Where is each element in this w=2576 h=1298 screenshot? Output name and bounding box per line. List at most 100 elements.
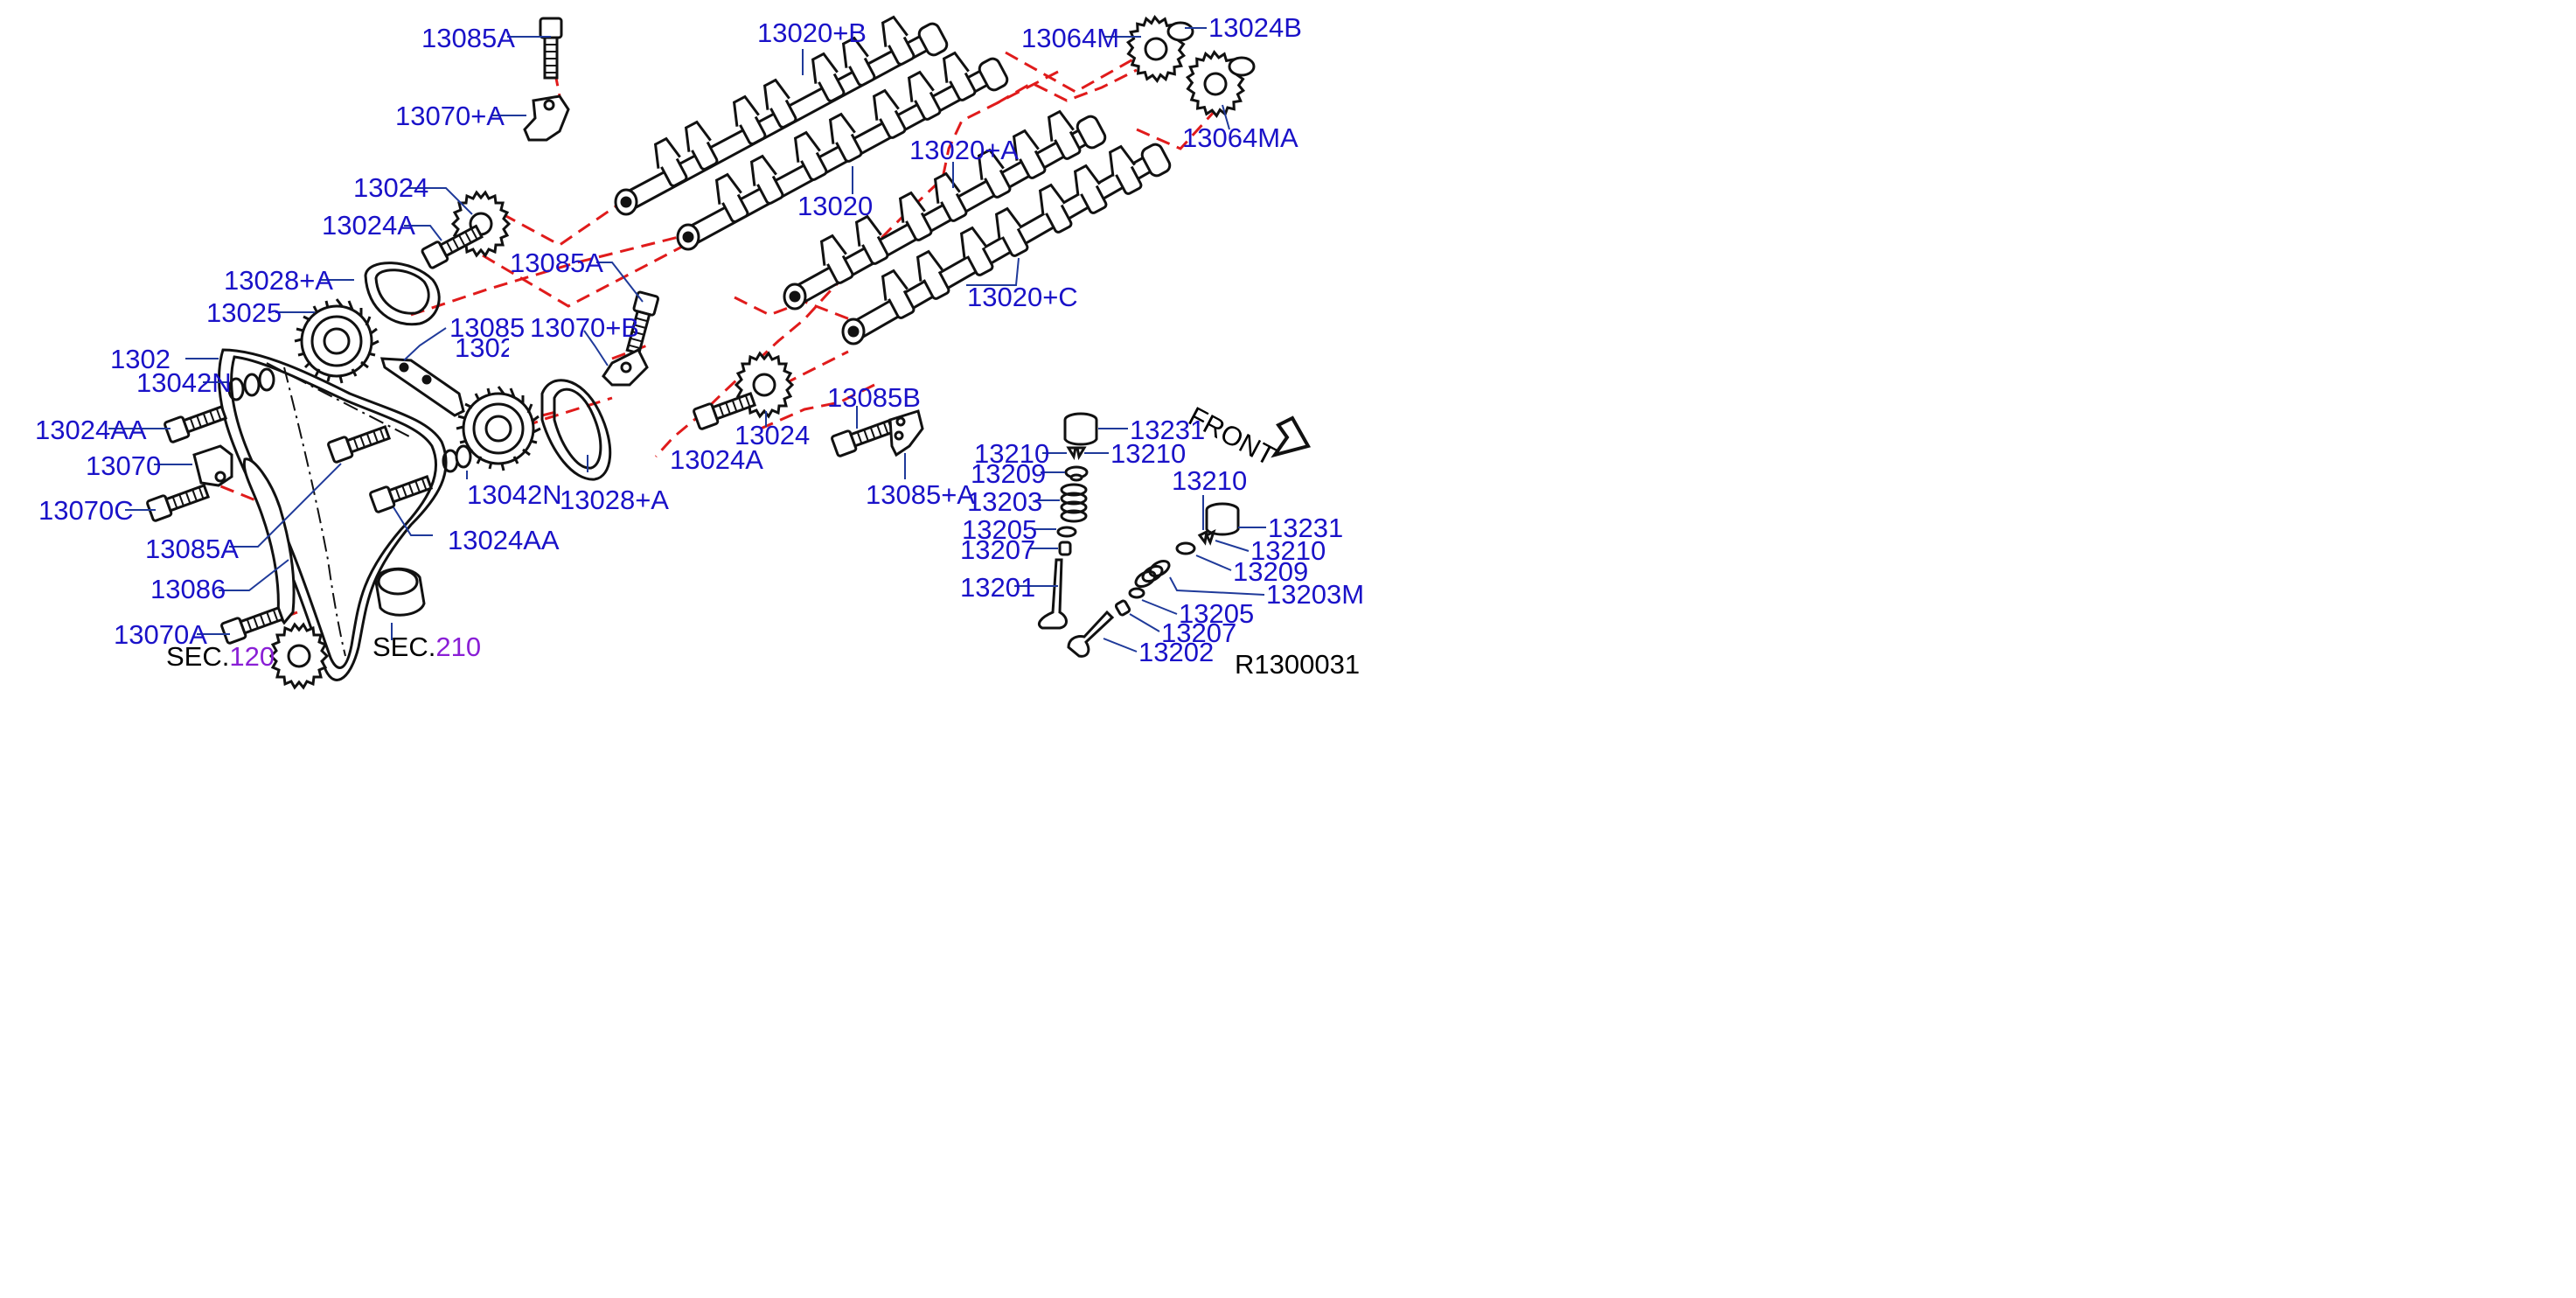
- exhaust-valve-13202: [1067, 610, 1115, 658]
- label-13064M: 13064M: [1021, 23, 1120, 53]
- valve-lifter-13231-a: [1063, 412, 1098, 446]
- camshaft-13020-C: [841, 143, 1172, 345]
- camshaft-13020-A: [783, 108, 1107, 311]
- label-13024-mid: 13024: [735, 420, 811, 450]
- label-13085B: 13085B: [827, 382, 921, 413]
- diagram-reference-code: R1300031: [1235, 649, 1361, 680]
- camshaft-sprocket-13025-lower: [456, 386, 541, 471]
- label-13020-B: 13020+B: [757, 17, 867, 48]
- valve-spring-13203M: [1134, 559, 1171, 589]
- label-13201: 13201: [960, 572, 1036, 603]
- spring-retainer-13209-a: [1064, 465, 1089, 482]
- valve-seal-13207-b: [1114, 599, 1131, 617]
- label-13210-b: 13210: [1110, 438, 1187, 469]
- front-arrow: [1271, 415, 1312, 458]
- label-13028-partial: 13028: [110, 344, 171, 374]
- valve-collet-13210-b: [1197, 529, 1216, 546]
- label-13207-a: 13207: [960, 534, 1036, 565]
- label-13020-A: 13020+A: [909, 135, 1019, 165]
- label-13205-a: 13205: [962, 514, 1038, 545]
- label-13028-A-mid: 13028+A: [560, 485, 669, 515]
- label-13024AA-mid: 13024AA: [448, 525, 560, 555]
- leader-lines: [108, 27, 1266, 652]
- label-13085A-top: 13085A: [421, 23, 515, 53]
- label-13024A-top: 13024A: [322, 210, 415, 241]
- sec-ref-210-number: 210: [435, 632, 482, 662]
- chain-tensioner-13070-A: [523, 94, 570, 142]
- valve-lifter-13231-b: [1205, 502, 1240, 536]
- label-13025-partial: 13025: [455, 332, 509, 363]
- label-13231-b: 13231: [1268, 513, 1344, 543]
- chain-13028-A-lower: [540, 379, 612, 481]
- chain-tensioner-13070-B: [602, 347, 649, 387]
- bolt-13024AA-left: [163, 401, 229, 444]
- label-13085: 13085: [449, 312, 526, 343]
- chain-13028-A-upper: [364, 262, 441, 326]
- label-13231-a: 13231: [1130, 415, 1206, 445]
- spring-retainer-13209-b: [1175, 541, 1196, 555]
- spring-seat-13205-b: [1128, 587, 1145, 599]
- chain-guide-13085: [379, 357, 465, 417]
- label-13028-A-left: 13028+A: [224, 265, 333, 296]
- sec-ref-120-prefix: SEC.: [166, 641, 230, 672]
- washer-13042N-mid: [442, 444, 472, 473]
- sec-ref-210[interactable]: SEC.210: [372, 632, 481, 663]
- label-13209-a: 13209: [971, 458, 1047, 489]
- label-13070-B: 13070+B: [530, 312, 639, 343]
- label-13205-b: 13205: [1179, 598, 1255, 629]
- valve-spring-13203: [1060, 483, 1088, 523]
- label-13085-A: 13085+A: [866, 479, 975, 510]
- crank-sprocket-sec-120: [269, 623, 329, 689]
- label-13202: 13202: [1138, 637, 1215, 667]
- water-pump-sec-210: [374, 567, 426, 617]
- camshaft-13020-B: [614, 14, 949, 216]
- label-13024AA-left: 13024AA: [35, 415, 147, 445]
- label-13210-c: 13210: [1172, 465, 1248, 496]
- label-13203M: 13203M: [1266, 579, 1365, 610]
- chain-guide-13086: [242, 457, 296, 625]
- label-13042N-mid: 13042N: [467, 479, 562, 510]
- bolt-13070A: [219, 602, 286, 646]
- label-13210-d: 13210: [1250, 535, 1326, 566]
- sec-ref-210-prefix: SEC.: [372, 632, 436, 662]
- label-13024-top: 13024: [353, 172, 429, 203]
- intake-valve-13201: [1038, 558, 1068, 630]
- valve-seal-13207-a: [1058, 541, 1072, 556]
- camshaft-13020: [676, 50, 1009, 251]
- bracket-13085-A: [888, 409, 924, 457]
- label-13209-b: 13209: [1233, 556, 1309, 587]
- label-13042N-left: 13042N: [136, 367, 232, 398]
- label-13025-left: 13025: [206, 297, 282, 328]
- bolt-13085A-top: [539, 17, 563, 80]
- label-13024B: 13024B: [1208, 12, 1302, 43]
- label-13070A: 13070A: [114, 619, 207, 650]
- label-13064MA: 13064MA: [1182, 122, 1298, 153]
- bolt-13085B: [830, 415, 896, 458]
- label-13085A-low: 13085A: [145, 534, 239, 564]
- valve-collet-13210-a: [1066, 446, 1087, 461]
- chain-centerline: [266, 362, 412, 657]
- sprocket-13064MA: [1180, 46, 1256, 122]
- bolt-13070C: [145, 479, 212, 523]
- camshaft-sprocket-13025-upper: [294, 298, 379, 384]
- sec-ref-120[interactable]: SEC.120: [166, 641, 275, 673]
- label-13070: 13070: [86, 450, 162, 481]
- label-13086: 13086: [150, 574, 226, 604]
- label-13203: 13203: [967, 486, 1043, 517]
- sprocket-13064M: [1121, 11, 1194, 87]
- chain-tensioner-13070: [192, 444, 233, 487]
- label-13207-b: 13207: [1161, 618, 1237, 648]
- label-13020: 13020: [797, 191, 874, 221]
- bolt-13085A-low: [326, 421, 393, 464]
- washer-13042N-left: [227, 367, 275, 401]
- bolt-13024AA-mid: [368, 471, 435, 514]
- label-13210-a: 13210: [974, 438, 1050, 469]
- spring-seat-13205-a: [1056, 526, 1077, 538]
- label-13070C: 13070C: [38, 495, 134, 526]
- label-13020-C: 13020+C: [967, 282, 1078, 312]
- label-13085A-mid: 13085A: [510, 248, 603, 278]
- sec-ref-120-number: 120: [229, 641, 275, 672]
- label-13070-A: 13070+A: [395, 101, 505, 131]
